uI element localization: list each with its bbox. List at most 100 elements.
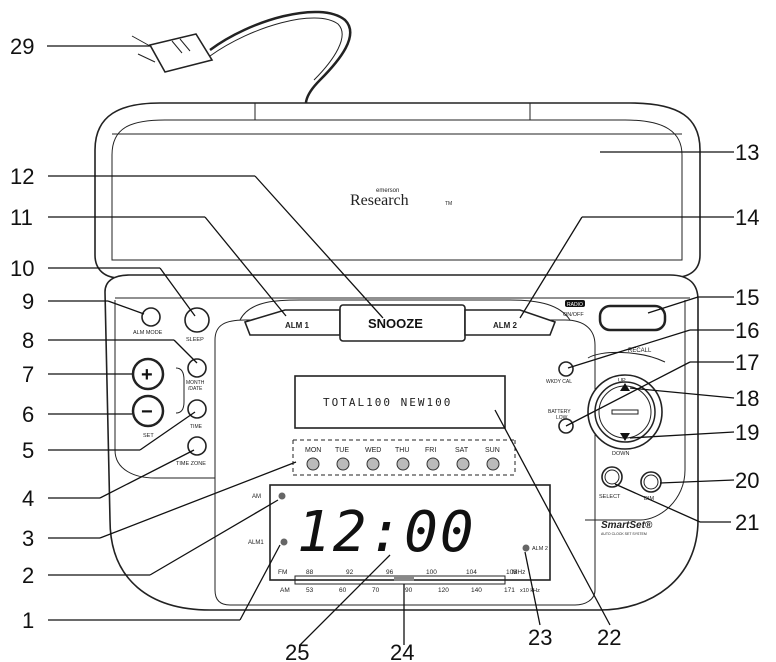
callout-13: 13 bbox=[735, 140, 759, 165]
fm-tick: 108 bbox=[506, 569, 517, 576]
day-indicator-sat bbox=[456, 457, 470, 471]
up-arrow-icon[interactable] bbox=[620, 383, 630, 391]
callout-numbers: 29 12 11 10 9 8 7 6 5 4 3 2 1 25 24 23 2… bbox=[10, 34, 759, 662]
wkdy-cal-label: WKDY CAL bbox=[546, 379, 572, 385]
am-tick: 90 bbox=[405, 587, 413, 594]
leader-lines bbox=[47, 45, 735, 646]
callout-25: 25 bbox=[285, 640, 309, 662]
time-label: TIME bbox=[190, 424, 203, 430]
wkdy-cal-button[interactable] bbox=[558, 361, 574, 377]
month-date-button[interactable] bbox=[187, 358, 207, 378]
brand-logo: emerson Research TM bbox=[350, 188, 452, 209]
fm-tick: 96 bbox=[386, 569, 394, 576]
up-label: UP bbox=[618, 378, 626, 384]
callout-4: 4 bbox=[22, 486, 34, 511]
callout-10: 10 bbox=[10, 256, 34, 281]
radio-label: RADIO bbox=[567, 302, 583, 308]
alm2-indicator-label: ALM 2 bbox=[532, 546, 548, 552]
brand-small: emerson bbox=[376, 188, 399, 194]
sleep-label: SLEEP bbox=[186, 337, 204, 343]
alm2-label: ALM 2 bbox=[493, 321, 518, 330]
callout-6: 6 bbox=[22, 402, 34, 427]
callout-2: 2 bbox=[22, 563, 34, 588]
top-cover bbox=[94, 102, 701, 279]
recall-label: RECALL bbox=[628, 348, 652, 354]
am-label: AM bbox=[252, 494, 261, 500]
text-display-line: TOTAL100 NEW100 bbox=[323, 396, 452, 409]
callout-29: 29 bbox=[10, 34, 34, 59]
fm-tick: 100 bbox=[426, 569, 437, 576]
day-label-tue: TUE bbox=[335, 447, 349, 454]
clock-time: 12:00 bbox=[297, 500, 476, 565]
am-tick: 70 bbox=[372, 587, 380, 594]
select-label: SELECT bbox=[599, 494, 621, 500]
radio-badge bbox=[565, 300, 585, 307]
callout-17: 17 bbox=[735, 350, 759, 375]
callout-16: 16 bbox=[735, 318, 759, 343]
brand-tm: TM bbox=[445, 201, 452, 207]
callout-12: 12 bbox=[10, 164, 34, 189]
fm-tick: 92 bbox=[346, 569, 354, 576]
alm-mode-button[interactable] bbox=[141, 307, 161, 327]
callout-20: 20 bbox=[735, 468, 759, 493]
alm1-label: ALM 1 bbox=[285, 321, 310, 330]
alm1-indicator bbox=[280, 538, 288, 546]
plus-button[interactable] bbox=[131, 357, 165, 391]
callout-1: 1 bbox=[22, 608, 34, 633]
callout-15: 15 bbox=[735, 285, 759, 310]
alm2-button[interactable] bbox=[464, 309, 557, 336]
smartset-tagline: AUTO CLOCK SET SYSTEM bbox=[601, 532, 647, 536]
am-scale-label: AM bbox=[280, 587, 290, 594]
day-indicator-thu bbox=[396, 457, 410, 471]
callout-9: 9 bbox=[22, 289, 34, 314]
power-plug bbox=[131, 10, 352, 114]
am-unit: x10 kHz bbox=[520, 588, 540, 594]
am-tick: 120 bbox=[438, 587, 449, 594]
tuning-pointer bbox=[394, 576, 414, 581]
day-label-thu: THU bbox=[395, 447, 409, 454]
fm-label: FM bbox=[278, 569, 287, 576]
day-indicator-wed bbox=[366, 457, 380, 471]
down-arrow-icon[interactable] bbox=[620, 433, 630, 441]
snooze-label: SNOOZE bbox=[368, 316, 423, 331]
top-button-strip: ALM 1 SNOOZE ALM 2 bbox=[239, 299, 571, 342]
time-zone-label: TIME ZONE bbox=[176, 461, 206, 467]
fm-tick: 104 bbox=[466, 569, 477, 576]
fm-tick: 88 bbox=[306, 569, 314, 576]
alm1-indicator-label: ALM1 bbox=[248, 540, 264, 546]
radio-onoff-button[interactable] bbox=[598, 304, 667, 332]
callout-8: 8 bbox=[22, 328, 34, 353]
time-display-window bbox=[269, 484, 551, 581]
callout-18: 18 bbox=[735, 386, 759, 411]
plus-sign: + bbox=[141, 364, 153, 386]
minus-sign: − bbox=[141, 401, 153, 423]
down-label: DOWN bbox=[612, 451, 629, 457]
callout-3: 3 bbox=[22, 526, 34, 551]
day-label-wed: WED bbox=[365, 447, 381, 454]
month-date-label: MONTH/DATE bbox=[186, 380, 205, 392]
text-display-window bbox=[294, 375, 506, 429]
am-tick: 60 bbox=[339, 587, 347, 594]
callout-24: 24 bbox=[390, 640, 414, 662]
set-label: SET bbox=[143, 433, 154, 439]
am-tick: 53 bbox=[306, 587, 314, 594]
callout-7: 7 bbox=[22, 362, 34, 387]
brand-name: Research bbox=[350, 192, 409, 209]
onoff-label: ON/OFF bbox=[563, 312, 584, 318]
day-label-sat: SAT bbox=[455, 447, 469, 454]
day-indicator-mon bbox=[306, 457, 320, 471]
am-tick: 171 bbox=[504, 587, 515, 594]
am-tick: 140 bbox=[471, 587, 482, 594]
text-display: TOTAL100 NEW100 bbox=[294, 375, 506, 429]
day-label-fri: FRI bbox=[425, 447, 436, 454]
sleep-button[interactable] bbox=[184, 307, 210, 333]
callout-21: 21 bbox=[735, 510, 759, 535]
callout-19: 19 bbox=[735, 420, 759, 445]
time-display: 12:00 AM ALM1 ALM 2 bbox=[248, 484, 551, 581]
callout-11: 11 bbox=[10, 205, 33, 230]
minus-button[interactable] bbox=[131, 394, 165, 428]
